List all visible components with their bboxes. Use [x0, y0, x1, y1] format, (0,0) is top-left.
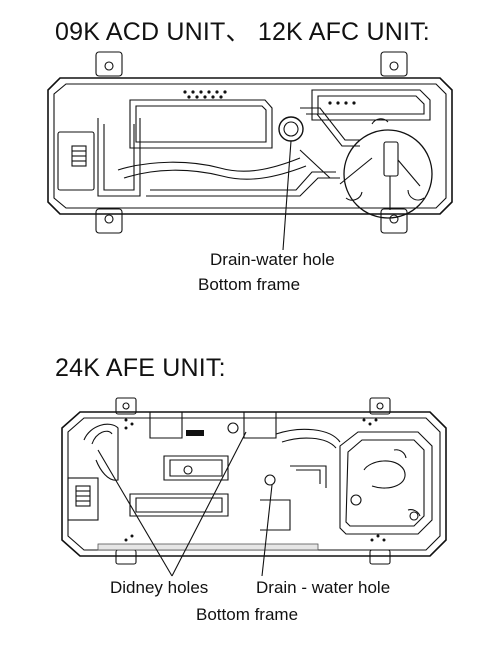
bottom-strip	[97, 543, 319, 551]
kidney-leader-2	[171, 431, 247, 577]
bottom-frame-label-24k: Bottom frame	[196, 605, 299, 624]
drain-hole-2	[264, 474, 276, 486]
drain-hole-1	[227, 422, 239, 434]
kidney-holes-label: Didney holes	[110, 578, 209, 597]
outer-frame-24k	[61, 411, 447, 557]
mount-tab-top-left	[95, 51, 123, 77]
outer-frame	[47, 77, 453, 215]
drain-water-hole-label-24k: Drain - water hole	[256, 578, 391, 597]
drain-water-hole-label: Drain-water hole	[210, 250, 335, 269]
mount-tab-top-right	[380, 51, 408, 77]
vent-dots	[183, 90, 356, 105]
section2-title: 24K AFE UNIT:	[55, 354, 226, 382]
section1-title: 09K ACD UNIT、 12K AFC UNIT:	[55, 18, 430, 46]
drain-leader-line	[282, 140, 292, 251]
mount-tab-bottom-left	[95, 208, 123, 234]
mount-tab-bottom-right	[380, 208, 408, 234]
bottom-frame-label: Bottom frame	[198, 275, 301, 294]
detail-circle	[343, 129, 433, 219]
kidney-leader-1	[97, 449, 173, 577]
drain-leader-24k	[261, 484, 273, 577]
